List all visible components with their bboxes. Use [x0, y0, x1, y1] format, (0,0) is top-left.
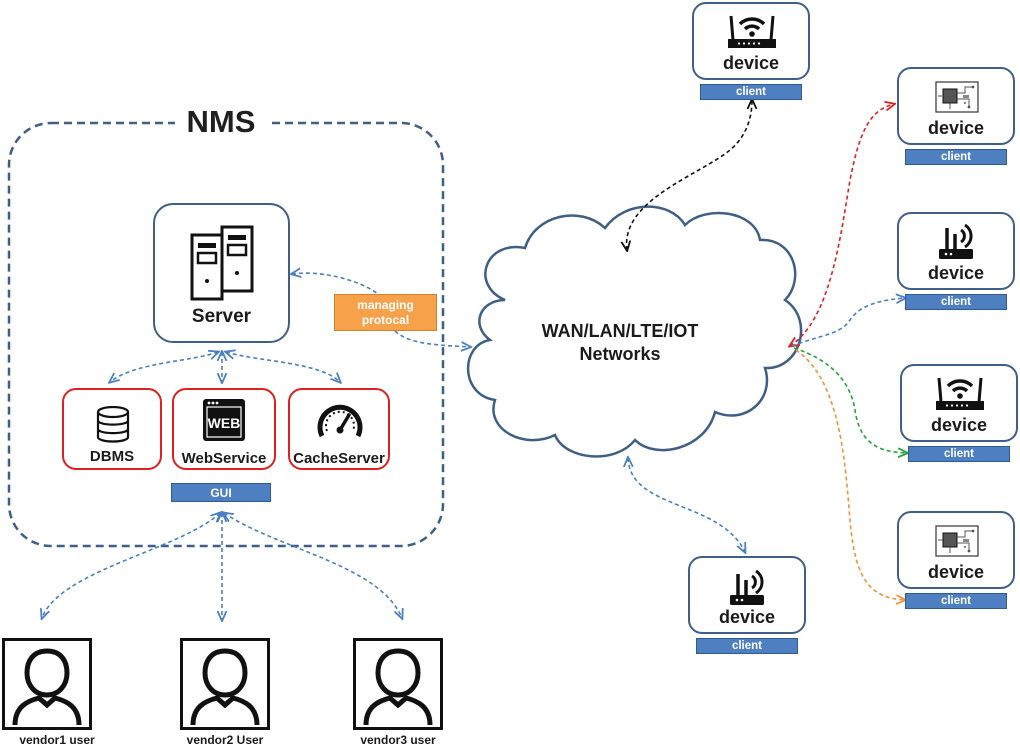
device-right-2[interactable]: device — [897, 212, 1015, 290]
client-bar-right-2: client — [905, 294, 1007, 310]
managing-line1: managing — [357, 298, 414, 312]
device-right-3[interactable]: device — [900, 364, 1018, 442]
database-icon — [96, 406, 130, 443]
server-icon — [190, 225, 254, 301]
service-label-cacheserver: CacheServer — [293, 450, 385, 467]
server-node[interactable]: Server — [153, 203, 290, 343]
device-label: device — [927, 562, 985, 582]
antenna-router-icon — [939, 223, 973, 259]
service-webservice[interactable]: WEB WebService — [172, 388, 276, 470]
device-right-4[interactable]: device — [897, 511, 1015, 589]
link-server-managing — [292, 273, 379, 295]
vendor2-user-label: vendor2 User — [186, 733, 264, 747]
device-right-1[interactable]: device — [897, 67, 1015, 145]
service-cacheserver[interactable]: CacheServer — [288, 388, 390, 470]
network-label: WAN/LAN/LTE/IOT Networks — [520, 320, 720, 366]
user-icon — [12, 648, 82, 725]
circuit-board-icon — [935, 525, 979, 557]
link-managing-cloud — [394, 330, 470, 347]
vendor1-user-label: vendor1 user — [19, 733, 95, 747]
server-label: Server — [191, 306, 252, 327]
network-label-line1: WAN/LAN/LTE/IOT — [541, 321, 699, 341]
device-label: device — [927, 263, 985, 283]
device-label: device — [722, 53, 780, 73]
service-label-webservice: WebService — [181, 450, 267, 467]
managing-line2: protocal — [361, 313, 410, 327]
device-label: device — [927, 118, 985, 138]
link-cloud-device-r4 — [795, 349, 905, 600]
web-icon: WEB — [203, 399, 245, 441]
link-server-dbms — [110, 352, 218, 382]
gui-bar[interactable]: GUI — [171, 483, 271, 502]
user-icon — [190, 648, 260, 725]
network-cloud — [466, 205, 803, 458]
client-bar-right-4: client — [905, 593, 1007, 609]
vendor1-user-node[interactable] — [2, 638, 92, 730]
antenna-router-icon — [730, 569, 764, 605]
client-bar-top: client — [700, 84, 802, 100]
service-dbms[interactable]: DBMS — [62, 388, 162, 470]
link-cloud-device-bottom — [628, 458, 745, 552]
client-bar-bottom: client — [696, 638, 798, 654]
service-label-dbms: DBMS — [89, 448, 135, 465]
speedometer-icon — [317, 404, 363, 438]
vendor3-user-node[interactable] — [353, 638, 443, 730]
managing-protocol-tag: managing protocal — [334, 294, 437, 331]
web-icon-text: WEB — [208, 415, 241, 431]
link-gui-vendor3 — [224, 513, 402, 618]
client-bar-right-3: client — [908, 446, 1010, 462]
link-cloud-device-r1 — [790, 104, 894, 346]
vendor3-user-label: vendor3 user — [360, 733, 436, 747]
link-cloud-device-r2 — [791, 298, 905, 347]
device-bottom[interactable]: device — [688, 556, 806, 634]
link-gui-vendor1 — [42, 513, 220, 618]
device-top[interactable]: device — [692, 2, 810, 80]
device-label: device — [930, 415, 988, 435]
wifi-router-icon — [936, 377, 984, 410]
user-icon — [363, 648, 433, 725]
network-label-line2: Networks — [579, 344, 661, 364]
device-label: device — [718, 607, 776, 627]
link-server-cache — [226, 352, 340, 382]
wifi-router-icon — [728, 15, 776, 48]
link-cloud-device-r3 — [793, 347, 907, 453]
vendor2-user-node[interactable] — [180, 638, 270, 730]
client-bar-right-1: client — [905, 149, 1007, 165]
circuit-board-icon — [935, 81, 979, 113]
nms-title: NMS — [175, 103, 267, 141]
